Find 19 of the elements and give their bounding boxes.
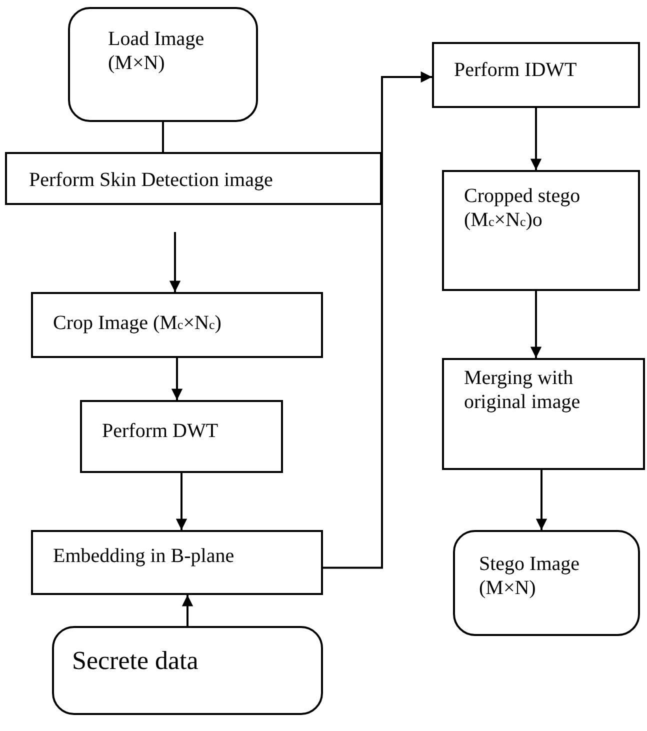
terminal-box [453,530,640,636]
node-label: Merging with original image [464,366,582,414]
node-label: Secrete data [72,646,200,676]
process-box [31,530,323,595]
process-box [31,292,323,358]
process-box [442,358,645,470]
connector-line [162,122,164,152]
process-box [5,152,382,205]
node-label: Perform Skin Detection image [29,168,274,192]
node-label: Perform IDWT [454,58,578,82]
node-label: Perform DWT [102,419,220,443]
process-box [442,170,640,291]
terminal-box [68,7,258,122]
node-label: Load Image (M×N) [108,27,206,75]
terminal-box [52,626,323,715]
process-box [80,400,283,473]
node-label: Stego Image (M×N) [479,552,581,600]
node-label: Embedding in B-plane [53,544,236,568]
process-box [432,42,640,108]
